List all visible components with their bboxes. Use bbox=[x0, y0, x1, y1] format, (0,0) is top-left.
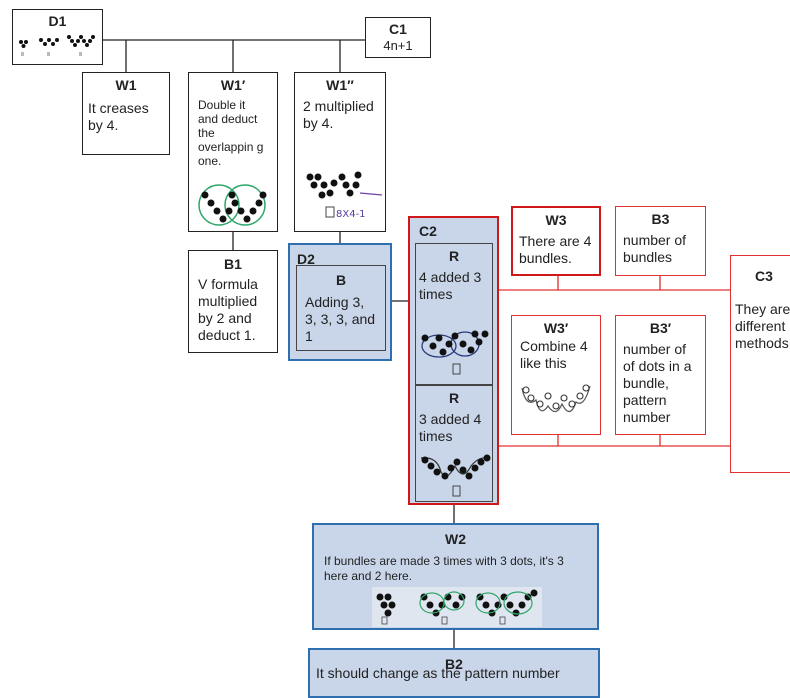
node-w1-text: It creases by 4. bbox=[88, 100, 164, 134]
w1-double-prime-figure: 8X4-1 bbox=[298, 169, 384, 225]
node-w1-prime-label: W1′ bbox=[198, 77, 268, 94]
r2-figure bbox=[417, 452, 493, 500]
node-r2: R 3 added 4 times bbox=[415, 385, 493, 502]
node-w3-label: W3 bbox=[519, 212, 593, 229]
node-r2-label: R bbox=[419, 390, 489, 407]
node-c3: C3 They are different methods bbox=[730, 255, 790, 473]
w2-figure bbox=[372, 587, 542, 627]
node-w1-prime: W1′ Double it and deduct the overlappin … bbox=[188, 72, 278, 232]
node-b-label: B bbox=[305, 272, 377, 289]
node-b3-prime-text: number of of dots in a bundle, pattern n… bbox=[623, 341, 698, 426]
node-c1-text: 4n+1 bbox=[366, 38, 430, 54]
node-d1: D1 bbox=[12, 9, 103, 65]
node-b1: B1 V formula multiplied by 2 and deduct … bbox=[188, 250, 278, 353]
node-r1: R 4 added 3 times bbox=[415, 243, 493, 385]
node-c2: C2 R 4 added 3 times R 3 added 4 times bbox=[408, 216, 499, 505]
r1-figure bbox=[417, 326, 493, 384]
node-w3-text: There are 4 bundles. bbox=[519, 233, 593, 267]
node-b3-label: B3 bbox=[623, 211, 698, 228]
node-b-text: Adding 3, 3, 3, 3, and 1 bbox=[305, 294, 377, 345]
node-c2-label: C2 bbox=[419, 223, 497, 240]
node-w1-double-prime-text: 2 multiplied by 4. bbox=[303, 98, 377, 132]
node-w2-label: W2 bbox=[314, 531, 597, 548]
node-b3-prime: B3′ number of of dots in a bundle, patte… bbox=[615, 315, 706, 435]
node-w2: W2 If bundles are made 3 times with 3 do… bbox=[312, 523, 599, 630]
node-w1-double-prime-label: W1″ bbox=[303, 77, 377, 94]
node-c3-label: C3 bbox=[755, 268, 790, 285]
node-b1-label: B1 bbox=[198, 256, 268, 273]
node-r2-text: 3 added 4 times bbox=[419, 411, 489, 445]
node-c1-label: C1 bbox=[366, 21, 430, 38]
node-r1-label: R bbox=[419, 248, 489, 265]
node-r1-text: 4 added 3 times bbox=[419, 269, 489, 303]
node-b2-text: It should change as the pattern number bbox=[316, 665, 602, 682]
node-w3-prime: W3′ Combine 4 like this bbox=[511, 315, 601, 435]
node-w1-double-prime: W1″ 2 multiplied by 4. 8X4-1 bbox=[294, 72, 386, 232]
node-w1-prime-text: Double it and deduct the overlappin g on… bbox=[198, 98, 268, 168]
node-w1-label: W1 bbox=[88, 77, 164, 94]
node-b3-text: number of bundles bbox=[623, 232, 698, 266]
node-d1-label: D1 bbox=[13, 13, 102, 30]
node-w3-prime-label: W3′ bbox=[520, 320, 592, 337]
node-b2: B2 It should change as the pattern numbe… bbox=[308, 648, 600, 698]
node-b3-prime-label: B3′ bbox=[623, 320, 698, 337]
node-b: B Adding 3, 3, 3, 3, and 1 bbox=[296, 265, 386, 351]
node-b3: B3 number of bundles bbox=[615, 206, 706, 276]
node-w1: W1 It creases by 4. bbox=[82, 72, 170, 155]
w1-double-prime-fig-text: 8X4-1 bbox=[336, 209, 366, 220]
node-w3-prime-text: Combine 4 like this bbox=[520, 338, 592, 372]
node-d2: D2 B Adding 3, 3, 3, 3, and 1 bbox=[288, 243, 392, 361]
node-c3-text: They are different methods bbox=[735, 301, 790, 352]
node-w3: W3 There are 4 bundles. bbox=[511, 206, 601, 276]
node-b1-text: V formula multiplied by 2 and deduct 1. bbox=[198, 276, 268, 344]
w3-prime-figure bbox=[518, 378, 594, 426]
node-w2-text: If bundles are made 3 times with 3 dots,… bbox=[324, 554, 584, 584]
node-c1: C1 4n+1 bbox=[365, 17, 431, 58]
w1-prime-figure bbox=[193, 181, 273, 229]
d1-pattern-figure bbox=[15, 32, 101, 60]
